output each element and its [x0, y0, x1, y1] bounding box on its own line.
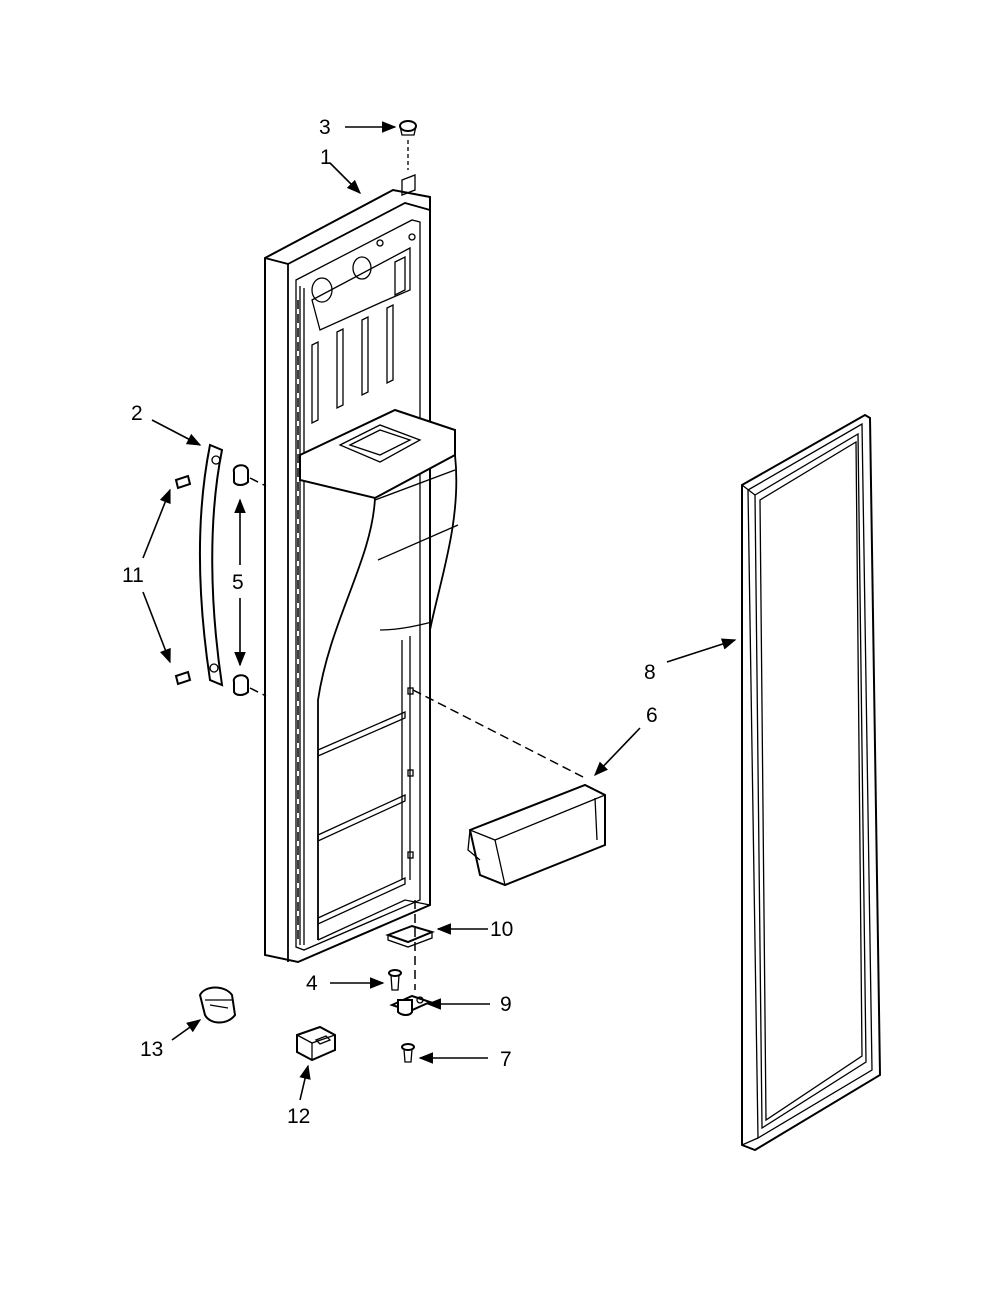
- door-handle: [198, 443, 224, 687]
- hinge-screw-4: [388, 969, 402, 991]
- top-hinge-pin: [399, 120, 417, 170]
- callout-6: 6: [646, 704, 658, 727]
- callout-8: 8: [644, 661, 656, 684]
- leader-arrows: [142, 121, 737, 1101]
- callout-labels: 3 1 2 11 5 8 6 10 4 9 13 7 12: [122, 116, 658, 1128]
- callout-10: 10: [490, 918, 513, 941]
- door-bin: [467, 783, 606, 887]
- callout-13: 13: [140, 1038, 163, 1061]
- handle-screws: [174, 474, 192, 686]
- hinge-shim-12: [296, 1025, 336, 1062]
- handle-mounting-studs: [232, 464, 267, 697]
- callout-5: 5: [232, 571, 244, 594]
- callout-4: 4: [306, 972, 318, 995]
- callout-11: 11: [122, 564, 144, 587]
- lower-hinge-bracket: [385, 900, 435, 990]
- hinge-cover-13: [198, 986, 237, 1024]
- hinge-screw-7: [401, 1043, 415, 1063]
- callout-12: 12: [287, 1105, 310, 1128]
- door-gasket: [741, 413, 882, 1152]
- callout-3: 3: [319, 116, 331, 139]
- callout-7: 7: [500, 1048, 512, 1071]
- callout-9: 9: [500, 993, 512, 1016]
- callout-2: 2: [131, 402, 143, 425]
- lower-hinge: [389, 994, 433, 1016]
- door-assembly: [264, 174, 459, 964]
- callout-1: 1: [320, 146, 332, 169]
- bin-mount-dashline: [412, 689, 586, 779]
